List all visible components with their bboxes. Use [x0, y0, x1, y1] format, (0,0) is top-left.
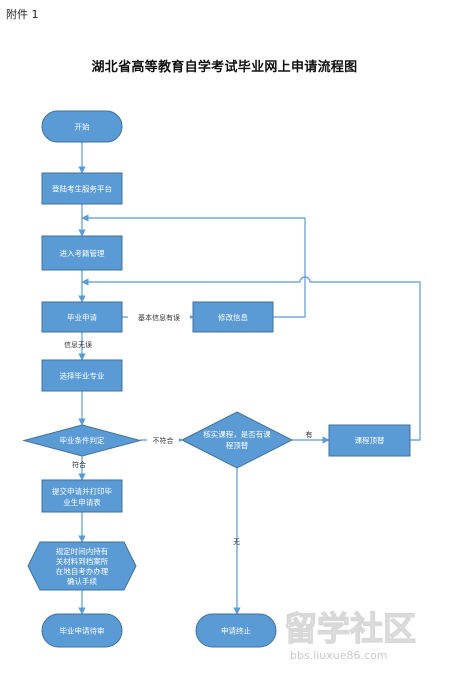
node-submit	[41, 479, 123, 513]
node-end	[195, 613, 277, 648]
node-start-label: 开始	[75, 122, 90, 132]
edge-label-has: 有	[306, 430, 313, 439]
node-apply-label: 毕业申请	[67, 312, 97, 322]
node-deliver-label-line4: 确认手续	[67, 576, 97, 586]
edge-modify-enter	[81, 214, 306, 318]
node-pending-label: 毕业申请待审	[60, 626, 105, 636]
node-modify	[192, 301, 274, 333]
edge-label-not-met: 不符合	[153, 436, 174, 445]
edge-label-info-ok: 信息无误	[64, 340, 92, 349]
node-select	[41, 359, 123, 392]
node-replace	[328, 424, 411, 457]
node-deliver-label-line1: 规定时间内持有	[56, 546, 109, 556]
node-deliver-label-line2: 关材料到档案所	[56, 556, 109, 566]
page-label: 附件 1	[6, 8, 39, 21]
node-login	[41, 172, 123, 205]
node-deliver	[27, 541, 137, 591]
edge-label-met: 符合	[72, 460, 86, 469]
node-start	[41, 110, 123, 143]
edge-replace-apply	[81, 276, 421, 441]
node-submit-label-line2: 业生申请表	[63, 497, 101, 507]
node-replace-label: 课程顶替	[355, 435, 385, 445]
node-submit-label-line1: 提交申请并打印毕	[52, 486, 112, 496]
edge-label-basic-info-error: 基本信息有误	[138, 313, 180, 322]
node-verify	[180, 411, 294, 469]
node-pending	[41, 613, 123, 648]
node-verify-label-line1: 核实课程，是否有课	[203, 429, 271, 439]
watermark-logo: 留学社区	[284, 609, 416, 648]
node-enter-label: 进入考籍管理	[60, 248, 105, 258]
node-modify-label: 修改信息	[218, 312, 248, 322]
node-end-label: 申请终止	[221, 626, 251, 636]
node-condition-label: 毕业条件判定	[60, 435, 105, 445]
node-login-label: 登陆考生服务平台	[52, 184, 112, 194]
node-select-label: 选择毕业专业	[60, 371, 105, 381]
page-title: 湖北省高等教育自学考试毕业网上申请流程图	[91, 60, 358, 75]
node-deliver-label-line3: 在地自考办办理	[56, 566, 109, 576]
watermark-url: bbs.liuxue86.com	[290, 649, 388, 662]
node-enter	[41, 235, 123, 271]
edges	[78, 142, 421, 615]
edge-label-none: 无	[233, 538, 240, 546]
node-verify-label-line2: 程顶替	[226, 440, 249, 450]
node-apply	[41, 301, 123, 333]
node-condition	[22, 424, 142, 457]
